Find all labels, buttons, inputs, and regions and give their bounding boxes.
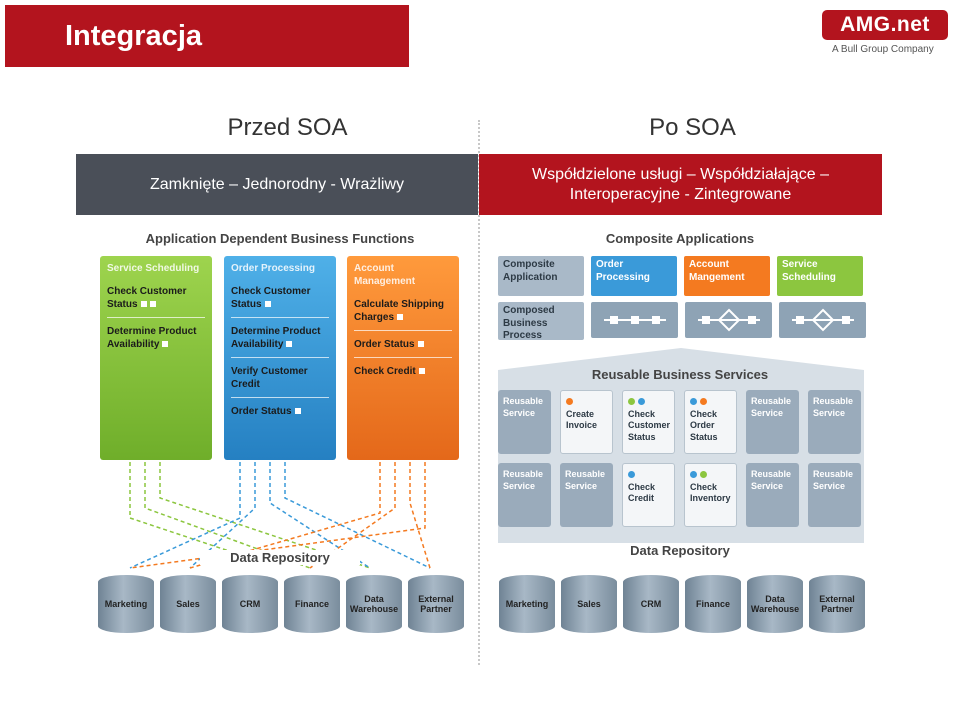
database-icon: Data Warehouse — [747, 575, 803, 633]
slide-title: Integracja — [5, 5, 409, 67]
process-flow-icon — [685, 302, 772, 338]
service-box: Reusable Service — [560, 463, 613, 527]
column-head: Account Management — [354, 263, 416, 287]
section-divider — [478, 120, 480, 665]
process-flow-icon — [591, 302, 678, 338]
database-icon: External Partner — [408, 575, 464, 633]
left-diagram-title: Application Dependent Business Functions — [145, 231, 415, 246]
database-icon: Marketing — [98, 575, 154, 633]
database-icon: Finance — [685, 575, 741, 633]
service-box: Check Credit — [622, 463, 675, 527]
database-icon: External Partner — [809, 575, 865, 633]
function-item: Verify Customer Credit — [231, 365, 329, 398]
service-box: Reusable Service — [498, 463, 551, 527]
left-heading: Przed SOA — [227, 114, 348, 141]
database-icon: Sales — [561, 575, 617, 633]
process-flow-row — [591, 302, 866, 338]
function-item: Order Status — [231, 405, 329, 424]
service-box: Reusable Service — [746, 463, 799, 527]
column-service-scheduling: Service Scheduling Check Customer Status… — [100, 256, 212, 460]
database-icon: Finance — [284, 575, 340, 633]
function-item: Check Customer Status — [107, 285, 205, 318]
function-item: Order Status — [354, 338, 452, 358]
database-icon: Sales — [160, 575, 216, 633]
function-item: Calculate Shipping Charges — [354, 298, 452, 331]
function-item: Check Customer Status — [231, 285, 329, 318]
logo-brand: AMG.net — [822, 10, 948, 40]
service-box: Reusable Service — [746, 390, 799, 454]
composite-apps-row: Composite Application Order Processing A… — [498, 256, 863, 296]
service-box: Check Inventory — [684, 463, 737, 527]
app-tile: Service Scheduling — [777, 256, 863, 296]
function-item: Determine Product Availability — [107, 326, 197, 350]
service-box: Reusable Service — [808, 390, 861, 454]
services-row-2: Reusable Service Reusable Service Check … — [498, 463, 861, 527]
column-account-management: Account Management Calculate Shipping Ch… — [347, 256, 459, 460]
database-icon: Data Warehouse — [346, 575, 402, 633]
left-repo-row: Marketing Sales CRM Finance Data Warehou… — [98, 575, 464, 633]
right-heading: Po SOA — [649, 114, 736, 141]
logo-tagline: A Bull Group Company — [832, 44, 934, 55]
left-repo-title: Data Repository — [200, 550, 360, 565]
database-icon: Marketing — [499, 575, 555, 633]
right-diagram-title: Composite Applications — [605, 231, 755, 246]
process-flow-icon — [779, 302, 866, 338]
right-repo-title: Data Repository — [630, 543, 730, 558]
database-icon: CRM — [623, 575, 679, 633]
left-connection-lines — [129, 462, 431, 569]
app-tile: Composite Application — [498, 256, 584, 296]
service-box: Check Customer Status — [622, 390, 675, 454]
left-banner-text: Zamknięte – Jednorodny - Wrażliwy — [149, 175, 405, 193]
function-item: Determine Product Availability — [231, 325, 329, 358]
right-banner-line2: Interoperacyjne - Zintegrowane — [569, 185, 792, 203]
column-head: Service Scheduling — [107, 263, 200, 274]
left-banner: Zamknięte – Jednorodny - Wrażliwy — [76, 154, 478, 215]
service-box: Reusable Service — [808, 463, 861, 527]
service-box: Check Order Status — [684, 390, 737, 454]
company-logo: AMG.net A Bull Group Company — [822, 10, 948, 55]
app-tile: Order Processing — [591, 256, 677, 296]
right-repo-row: Marketing Sales CRM Finance Data Warehou… — [499, 575, 865, 633]
column-head: Order Processing — [231, 263, 315, 274]
database-icon: CRM — [222, 575, 278, 633]
column-order-processing: Order Processing Check Customer Status D… — [224, 256, 336, 460]
app-tile: Account Mangement — [684, 256, 770, 296]
service-box: Create Invoice — [560, 390, 613, 454]
services-row-1: Reusable Service Create Invoice Check Cu… — [498, 390, 861, 454]
composed-process-label: Composed Business Process — [498, 302, 584, 341]
function-item: Check Credit — [354, 365, 452, 384]
service-box: Reusable Service — [498, 390, 551, 454]
right-banner: Współdzielone usługi – Współdziałające –… — [479, 154, 882, 215]
services-band — [498, 348, 864, 543]
services-title: Reusable Business Services — [591, 367, 769, 382]
right-banner-line1: Współdzielone usługi – Współdziałające – — [531, 165, 830, 183]
